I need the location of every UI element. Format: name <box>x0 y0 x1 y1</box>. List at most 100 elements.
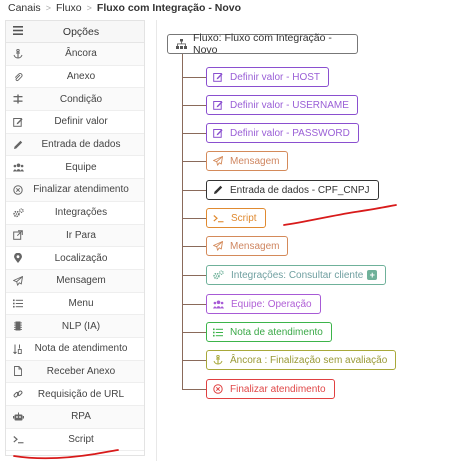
flow-connector-branch <box>182 275 206 276</box>
sidebar-item-map-marker[interactable]: Localização <box>6 247 144 270</box>
sidebar-item-chip[interactable]: NLP (IA) <box>6 315 144 338</box>
breadcrumb-current: Fluxo com Integração - Novo <box>96 1 242 14</box>
flow-connector-branch <box>182 133 206 134</box>
flow-connector-branch <box>182 77 206 78</box>
circle-x-icon <box>6 185 30 195</box>
sidebar-item-terminal[interactable]: Script <box>6 429 144 452</box>
flow-node[interactable]: Nota de atendimento <box>206 322 332 342</box>
sidebar-item-label: Script <box>68 434 94 446</box>
sidebar-item-label: Mensagem <box>56 275 106 287</box>
flow-node-label: Âncora : Finalização sem avaliação <box>230 354 388 366</box>
map-marker-icon <box>6 253 30 264</box>
terminal-icon <box>6 435 30 444</box>
breadcrumb: Canais > Fluxo > Fluxo com Integração - … <box>0 0 459 15</box>
circle-x-icon <box>213 384 223 394</box>
flow-connector-branch <box>182 389 206 390</box>
flow-node-label: Script <box>231 212 257 224</box>
chip-icon <box>6 321 30 331</box>
condition-icon <box>6 94 30 104</box>
breadcrumb-canais[interactable]: Canais <box>8 1 41 14</box>
sidebar-item-team[interactable]: Equipe <box>6 156 144 180</box>
flow-node-label: Definir valor - USERNAME <box>230 99 349 111</box>
flow-node[interactable]: Definir valor - HOST <box>206 67 330 87</box>
sidebar-item-paperclip[interactable]: Anexo <box>6 66 144 89</box>
breadcrumb-separator: > <box>86 2 92 13</box>
flow-node-label: Mensagem <box>230 155 280 167</box>
flow-node-label: Finalizar atendimento <box>230 383 326 395</box>
anchor-icon <box>6 48 30 59</box>
sidebar-item-file[interactable]: Receber Anexo <box>6 360 144 384</box>
sitemap-icon <box>176 39 187 49</box>
flow-root-node[interactable]: Fluxo: Fluxo com Integração - Novo <box>167 32 358 56</box>
sidebar-item-label: Anexo <box>66 71 96 83</box>
sidebar-item-label: Receber Anexo <box>46 365 116 377</box>
sidebar-header: Opções <box>6 21 144 43</box>
sidebar-item-external-link[interactable]: Ir Para <box>6 224 144 248</box>
flow-node[interactable]: Finalizar atendimento <box>206 379 335 399</box>
flow-node[interactable]: Equipe: Operação <box>206 294 321 314</box>
flow-node-label: Integrações: Consultar cliente <box>231 269 364 281</box>
flow-connector-branch <box>182 304 206 305</box>
flow-node[interactable]: Entrada de dados - CPF_CNPJ <box>206 180 379 200</box>
sidebar-item-condition[interactable]: Condição <box>6 88 144 112</box>
sort-numeric-icon <box>6 344 30 354</box>
flow-connector-branch <box>182 218 206 219</box>
sidebar-item-label: Menu <box>68 297 94 309</box>
flow-connector-branch <box>182 190 206 191</box>
sidebar-item-label: Equipe <box>65 161 97 173</box>
sidebar-item-label: RPA <box>71 411 91 423</box>
sidebar-item-paper-plane[interactable]: Mensagem <box>6 269 144 293</box>
team-icon <box>213 300 224 309</box>
flow-node[interactable]: Mensagem <box>206 151 289 171</box>
sidebar-item-cogs[interactable]: Integrações <box>6 202 144 225</box>
edit-icon <box>6 117 30 127</box>
flow-node-label: Definir valor - HOST <box>230 71 321 83</box>
flow-node[interactable]: Definir valor - USERNAME <box>206 95 358 115</box>
sidebar-item-label: Condição <box>59 93 103 105</box>
hamburger-icon[interactable] <box>6 25 30 38</box>
flow-node[interactable]: Script <box>206 208 266 228</box>
flow-node-label: Mensagem <box>230 240 280 252</box>
flow-node[interactable]: Integrações: Consultar cliente+ <box>206 265 387 285</box>
sidebar-title: Opções <box>62 25 100 38</box>
expand-plus-icon[interactable]: + <box>367 270 378 280</box>
breadcrumb-fluxo[interactable]: Fluxo <box>55 1 82 14</box>
flow-node[interactable]: Âncora : Finalização sem avaliação <box>206 350 397 370</box>
sidebar-item-robot[interactable]: RPA <box>6 406 144 429</box>
sidebar-item-label: Localização <box>54 252 108 264</box>
sidebar-item-sort-numeric[interactable]: Nota de atendimento <box>6 338 144 361</box>
flow-node-label: Definir valor - PASSWORD <box>230 127 350 139</box>
flow-node[interactable]: Definir valor - PASSWORD <box>206 123 359 143</box>
sidebar-item-label: Finalizar atendimento <box>33 184 129 196</box>
file-icon <box>6 366 30 377</box>
flow-connector-branch <box>182 332 206 333</box>
sidebar-item-circle-x[interactable]: Finalizar atendimento <box>6 179 144 202</box>
sidebar-item-anchor[interactable]: Âncora <box>6 43 144 66</box>
flow-root-label: Fluxo: Fluxo com Integração - Novo <box>193 32 332 56</box>
flow-connector-branch <box>182 161 206 162</box>
list-icon <box>213 328 223 337</box>
anchor-icon <box>213 355 223 365</box>
terminal-icon <box>213 214 224 223</box>
paperclip-icon <box>6 72 30 82</box>
sidebar-item-link[interactable]: Requisição de URL <box>6 383 144 406</box>
list-icon <box>6 299 30 308</box>
sidebar-item-label: NLP (IA) <box>61 320 101 332</box>
sidebar-item-label: Ir Para <box>65 229 96 241</box>
sidebar-item-list[interactable]: Menu <box>6 293 144 316</box>
sidebar-item-label: Integrações <box>54 207 108 219</box>
pencil-icon <box>213 185 223 195</box>
robot-icon <box>6 412 30 422</box>
sidebar-item-pencil[interactable]: Entrada de dados <box>6 133 144 157</box>
flow-node[interactable]: Mensagem <box>206 236 289 256</box>
paper-plane-icon <box>6 275 30 286</box>
sidebar-item-label: Requisição de URL <box>37 388 125 400</box>
flow-connector-branch <box>182 105 206 106</box>
pencil-icon <box>6 140 30 150</box>
paper-plane-icon <box>213 156 223 166</box>
flow-node-label: Nota de atendimento <box>230 326 323 338</box>
sidebar-item-edit[interactable]: Definir valor <box>6 111 144 134</box>
sidebar-item-label: Âncora <box>65 48 97 60</box>
